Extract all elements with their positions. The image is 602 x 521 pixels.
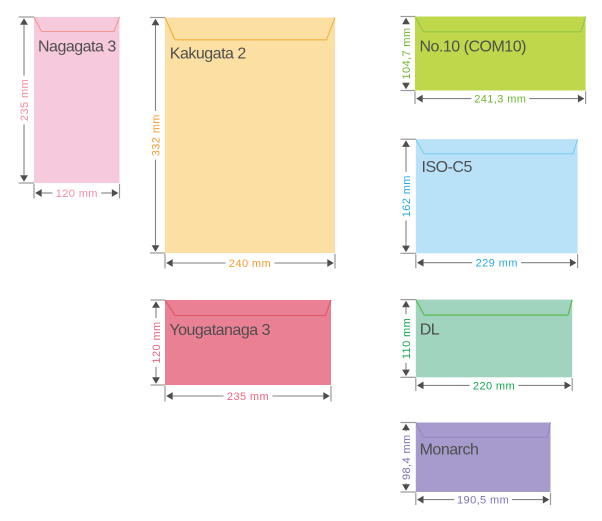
svg-text:120 mm: 120 mm (56, 188, 98, 200)
svg-text:110 mm: 110 mm (401, 318, 413, 359)
svg-text:190,5 mm: 190,5 mm (457, 495, 509, 507)
svg-text:ISO-C5: ISO-C5 (422, 159, 473, 176)
svg-text:120 mm: 120 mm (151, 321, 163, 363)
svg-text:241,3 mm: 241,3 mm (474, 94, 526, 106)
svg-text:98,4 mm: 98,4 mm (401, 434, 413, 480)
svg-text:220 mm: 220 mm (473, 380, 515, 392)
svg-text:Monarch: Monarch (420, 442, 479, 459)
svg-text:332 mm: 332 mm (150, 114, 162, 156)
svg-text:229 mm: 229 mm (476, 258, 518, 270)
svg-text:240 mm: 240 mm (229, 258, 271, 270)
svg-text:Nagagata 3: Nagagata 3 (38, 39, 116, 56)
svg-text:Yougatanaga 3: Yougatanaga 3 (169, 322, 270, 339)
svg-text:DL: DL (420, 322, 440, 339)
svg-text:Kakugata 2: Kakugata 2 (170, 46, 247, 63)
svg-text:No.10 (COM10): No.10 (COM10) (420, 39, 527, 56)
svg-text:162 mm: 162 mm (401, 175, 413, 217)
svg-text:235 mm: 235 mm (19, 79, 31, 121)
svg-text:104,7 mm: 104,7 mm (401, 27, 413, 79)
svg-text:235 mm: 235 mm (227, 391, 269, 403)
